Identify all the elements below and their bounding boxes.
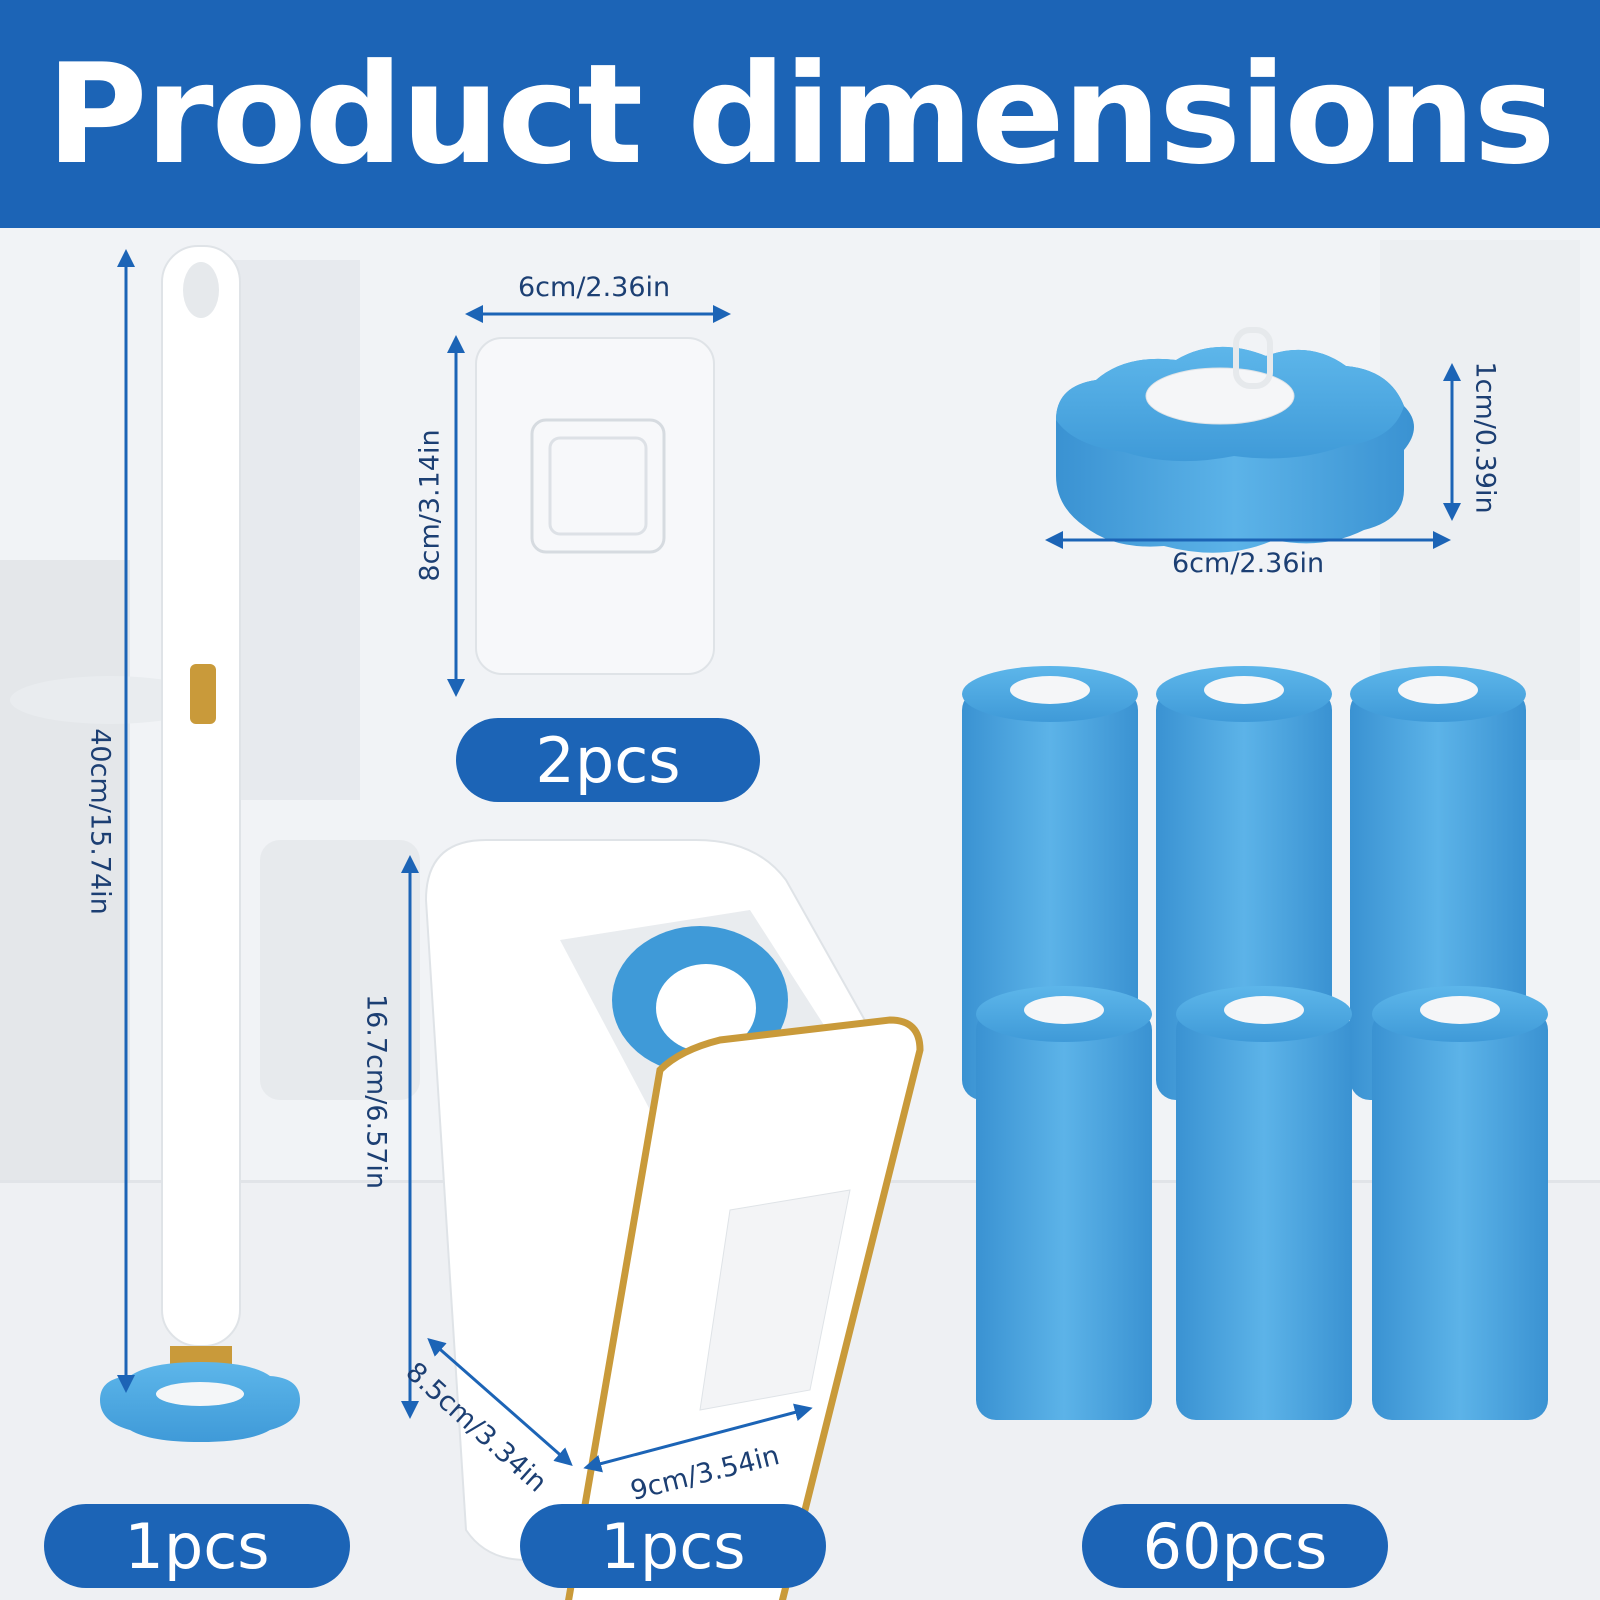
hook-width-label: 6cm/2.36in <box>518 272 671 303</box>
caddy-height-label: 16.7cm/6.57in <box>360 993 392 1190</box>
refill-quantity-badge: 60pcs <box>1082 1504 1388 1588</box>
refill-stacks <box>962 666 1548 1420</box>
handle-height-label: 40cm/15.74in <box>84 728 116 915</box>
hook-height-label: 8cm/3.14in <box>414 429 446 582</box>
handle-quantity-badge: 1pcs <box>44 1504 350 1588</box>
wall-hook-plate <box>475 337 715 675</box>
header-banner: Product dimensions <box>0 0 1600 228</box>
sponge-stack <box>1372 986 1548 1420</box>
page-title: Product dimensions <box>46 33 1555 195</box>
caddy-quantity-badge: 1pcs <box>520 1504 826 1588</box>
hook-quantity-badge: 2pcs <box>456 718 760 802</box>
refill-thickness-label: 1cm/0.39in <box>1469 361 1501 514</box>
brush-handle <box>100 245 300 1442</box>
sponge-stack <box>976 986 1152 1420</box>
refill-sponge <box>1056 327 1414 553</box>
sponge-stack <box>1176 986 1352 1420</box>
refill-width-label: 6cm/2.36in <box>1172 548 1325 579</box>
